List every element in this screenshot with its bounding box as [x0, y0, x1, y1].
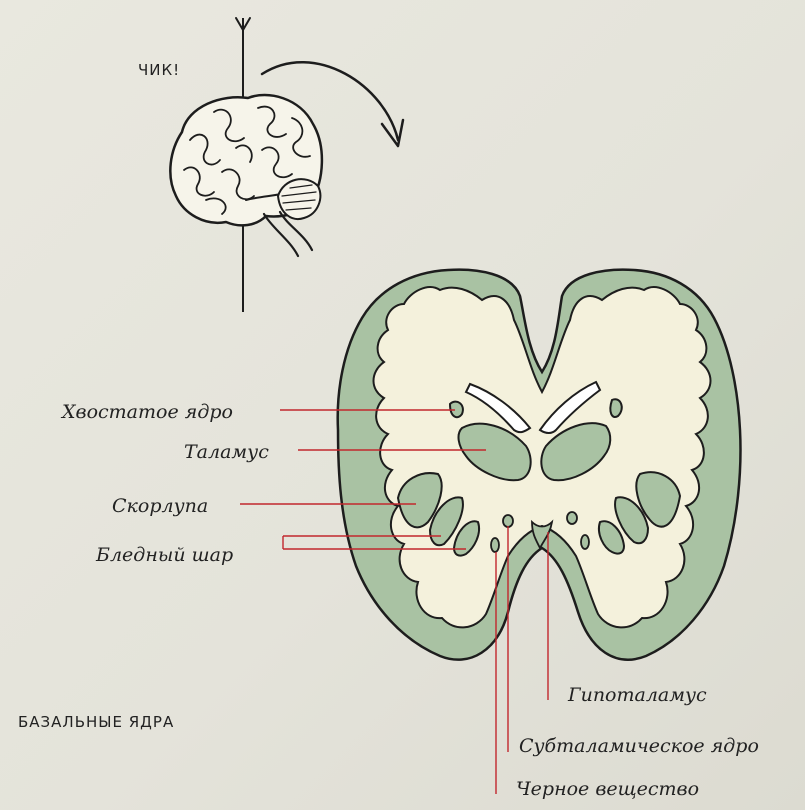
label-subthalamic-nucleus: Субталамическое ядро	[519, 735, 759, 757]
lateral-ventricle-right	[538, 380, 602, 434]
hypothalamus	[531, 519, 554, 551]
chik-label: ЧИК!	[138, 61, 180, 79]
substantia-nigra-left	[490, 537, 500, 553]
globus-pallidus-right-outer	[614, 496, 650, 545]
label-putamen: Скорлупа	[112, 495, 208, 517]
subthalamic-nucleus-right	[566, 511, 578, 525]
thalamus-right	[540, 422, 612, 482]
label-hypothalamus: Гипоталамус	[567, 684, 707, 706]
section-title: БАЗАЛЬНЫЕ ЯДРА	[18, 713, 174, 731]
caudate-nucleus-right	[609, 398, 623, 418]
substantia-nigra-right	[580, 534, 590, 550]
globus-pallidus-left-inner	[452, 520, 480, 557]
putamen-left	[396, 472, 443, 529]
label-substantia-nigra: Черное вещество	[516, 778, 699, 800]
lateral-ventricle-left	[464, 382, 532, 434]
leader-lines	[240, 409, 549, 794]
globus-pallidus-left-outer	[428, 496, 464, 547]
label-thalamus: Таламус	[184, 441, 269, 463]
thalamus-left	[457, 422, 532, 482]
side-view-brain	[169, 93, 324, 258]
putamen-right	[635, 471, 682, 528]
coronal-section	[336, 268, 742, 661]
label-caudate-nucleus: Хвостатое ядро	[60, 401, 233, 423]
label-globus-pallidus: Бледный шар	[95, 544, 233, 566]
globus-pallidus-right-inner	[598, 520, 626, 555]
subthalamic-nucleus-left	[502, 514, 514, 528]
caudate-nucleus-left	[448, 400, 464, 419]
rotation-arrow	[260, 61, 405, 148]
